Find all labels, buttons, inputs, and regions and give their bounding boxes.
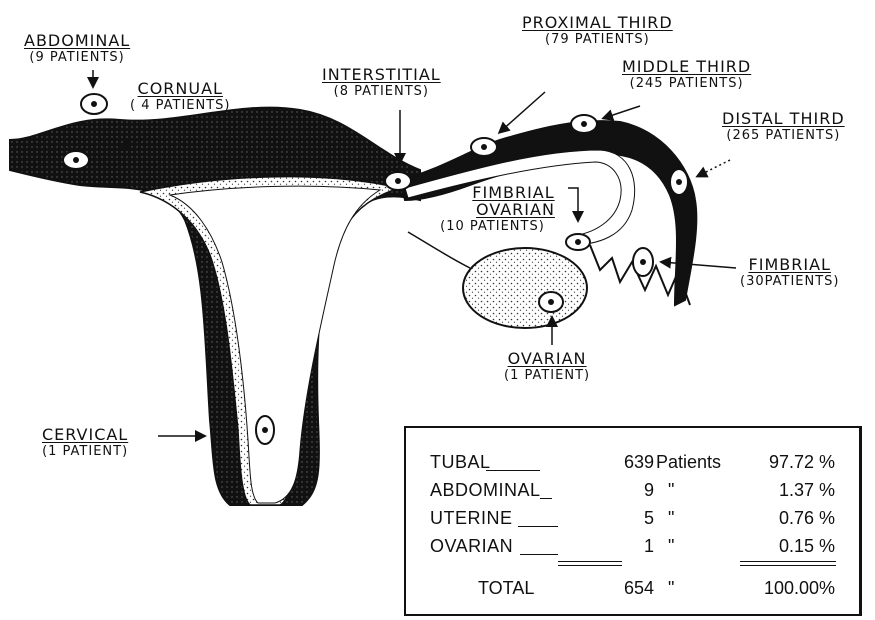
label-cornual: CORNUAL ( 4 PATIENTS) [130, 80, 230, 114]
summary-table: TUBAL 639 Patients 97.72 % ABDOMINAL 9 "… [404, 426, 862, 616]
distal-title: DISTAL THIRD [722, 110, 845, 127]
row-unit: " [668, 508, 674, 529]
distal-count: (265 PATIENTS) [722, 127, 845, 144]
row-site: OVARIAN [430, 536, 513, 557]
interstitial-title: INTERSTITIAL [322, 66, 441, 83]
row-percent: 97.72 % [769, 452, 835, 473]
label-proximal-third: PROXIMAL THIRD (79 PATIENTS) [522, 14, 673, 48]
percent-sum-rule [740, 561, 836, 566]
table-row: OVARIAN 1 " 0.15 % [406, 536, 859, 562]
row-count: 9 [592, 480, 654, 501]
label-fimbrial-ovarian: FIMBRIAL OVARIAN (10 PATIENTS) [430, 184, 555, 235]
row-percent: 0.15 % [779, 536, 835, 557]
table-row: UTERINE 5 " 0.76 % [406, 508, 859, 534]
row-percent: 0.76 % [779, 508, 835, 529]
proximal-count: (79 PATIENTS) [522, 31, 673, 48]
row-unit: Patients [656, 452, 721, 473]
row-site: ABDOMINAL [430, 480, 541, 501]
table-row: TUBAL 639 Patients 97.72 % [406, 452, 859, 478]
total-unit: " [668, 578, 674, 599]
row-site: UTERINE [430, 508, 513, 529]
label-interstitial: INTERSTITIAL (8 PATIENTS) [322, 66, 441, 100]
label-cervical: CERVICAL (1 PATIENT) [42, 426, 128, 460]
row-site: TUBAL [430, 452, 491, 473]
cervical-count: (1 PATIENT) [42, 443, 128, 460]
ovary [463, 248, 587, 328]
row-unit: " [668, 480, 674, 501]
interstitial-count: (8 PATIENTS) [322, 83, 441, 100]
cervical-title: CERVICAL [42, 426, 128, 443]
table-row: ABDOMINAL 9 " 1.37 % [406, 480, 859, 506]
table-total-row: TOTAL 654 " 100.00% [406, 578, 859, 604]
row-percent: 1.37 % [779, 480, 835, 501]
fimbrial-ovarian-title2: OVARIAN [430, 201, 555, 218]
label-ovarian: OVARIAN (1 PATIENT) [504, 350, 590, 384]
row-count: 1 [592, 536, 654, 557]
middle-title: MIDDLE THIRD [622, 58, 751, 75]
fimbrial-ovarian-title1: FIMBRIAL [430, 184, 555, 201]
ovarian-count: (1 PATIENT) [504, 367, 590, 384]
middle-count: (245 PATIENTS) [622, 75, 751, 92]
total-count: 654 [592, 578, 654, 599]
label-distal-third: DISTAL THIRD (265 PATIENTS) [722, 110, 845, 144]
row-count: 639 [592, 452, 654, 473]
ovarian-title: OVARIAN [504, 350, 590, 367]
label-middle-third: MIDDLE THIRD (245 PATIENTS) [622, 58, 751, 92]
proximal-title: PROXIMAL THIRD [522, 14, 673, 31]
fimbrial-title: FIMBRIAL [740, 256, 839, 273]
abdominal-count: (9 PATIENTS) [24, 49, 130, 66]
total-percent: 100.00% [764, 578, 835, 599]
label-abdominal: ABDOMINAL (9 PATIENTS) [24, 32, 130, 66]
fimbrial-ovarian-count: (10 PATIENTS) [430, 218, 555, 235]
fimbrial-count: (30PATIENTS) [740, 273, 839, 290]
cornual-title: CORNUAL [130, 80, 230, 97]
row-count: 5 [592, 508, 654, 529]
abdominal-title: ABDOMINAL [24, 32, 130, 49]
row-unit: " [668, 536, 674, 557]
label-fimbrial: FIMBRIAL (30PATIENTS) [740, 256, 839, 290]
count-sum-rule [558, 561, 622, 566]
total-label: TOTAL [478, 578, 534, 599]
cornual-count: ( 4 PATIENTS) [130, 97, 230, 114]
